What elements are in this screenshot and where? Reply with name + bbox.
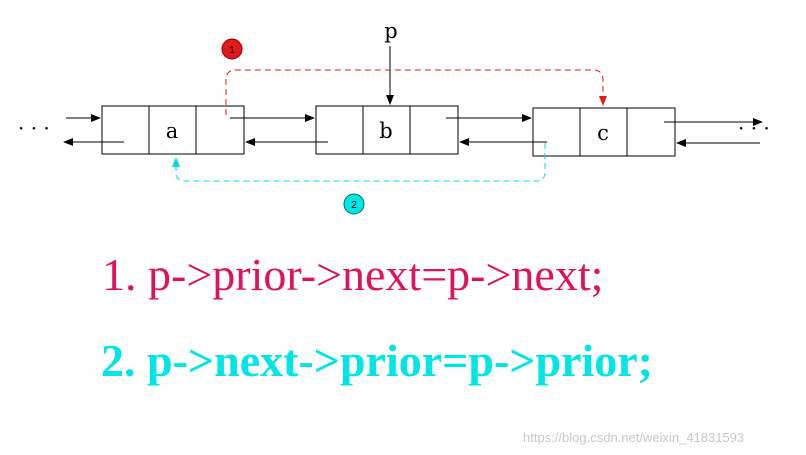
node-a-value: a bbox=[166, 119, 179, 143]
node-a: a bbox=[101, 105, 245, 155]
step-1-code: 1. p->prior->next=p->next; bbox=[102, 249, 604, 300]
step-1-marker-label: 1 bbox=[229, 45, 235, 56]
right-ellipsis: · · · bbox=[738, 116, 770, 140]
step-1-marker: 1 bbox=[221, 38, 243, 60]
step-2-code: 2. p->next->prior=p->prior; bbox=[101, 335, 653, 386]
step-2-dashed-arrow bbox=[172, 143, 546, 182]
step-1-dashed-arrow bbox=[225, 69, 607, 115]
node-b-value: b bbox=[379, 119, 392, 143]
step-2-marker: 2 bbox=[343, 193, 365, 215]
left-ellipsis: · · · bbox=[18, 116, 50, 140]
node-b: b bbox=[315, 105, 459, 155]
node-c-value: c bbox=[597, 121, 609, 145]
step-2-marker-label: 2 bbox=[351, 200, 357, 211]
node-c: c bbox=[532, 107, 676, 157]
watermark: https://blog.csdn.net/weixin_41831593 bbox=[523, 430, 745, 445]
pointer-label: p bbox=[384, 19, 397, 43]
